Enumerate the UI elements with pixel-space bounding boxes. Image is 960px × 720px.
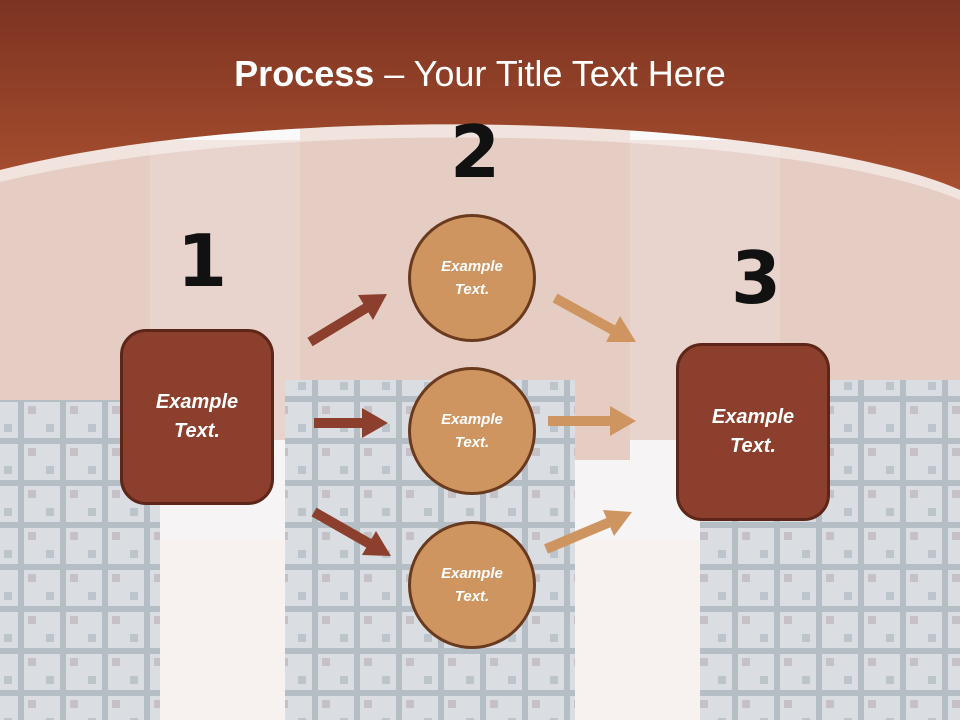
- left-box-text: Example Text.: [155, 391, 239, 442]
- arrow-left-middle: [314, 408, 388, 438]
- step-number-3: 3: [731, 236, 782, 320]
- circle-bottom: Example Text.: [408, 521, 536, 649]
- circle-top: Example Text.: [408, 214, 536, 342]
- circle-middle: Example Text.: [408, 367, 536, 495]
- slide-title: Process – Your Title Text Here: [0, 52, 960, 96]
- step-number-1: 1: [177, 219, 228, 303]
- right-box: Example Text.: [676, 343, 830, 521]
- arrow-left-up: [307, 294, 387, 347]
- right-box-text: Example Text.: [711, 406, 795, 457]
- circle-middle-text: Example Text.: [441, 411, 503, 451]
- circle-bottom-text: Example Text.: [441, 565, 503, 605]
- arrow-left-down: [311, 507, 391, 556]
- arrow-right-bottom: [544, 510, 632, 554]
- circle-top-text: Example Text.: [441, 258, 503, 298]
- left-box: Example Text.: [120, 329, 274, 505]
- arrow-right-middle: [548, 406, 636, 436]
- arrow-right-top: [552, 293, 636, 342]
- title-bold: Process: [234, 53, 375, 94]
- step-number-2: 2: [450, 110, 501, 194]
- title-rest: – Your Title Text Here: [374, 53, 726, 94]
